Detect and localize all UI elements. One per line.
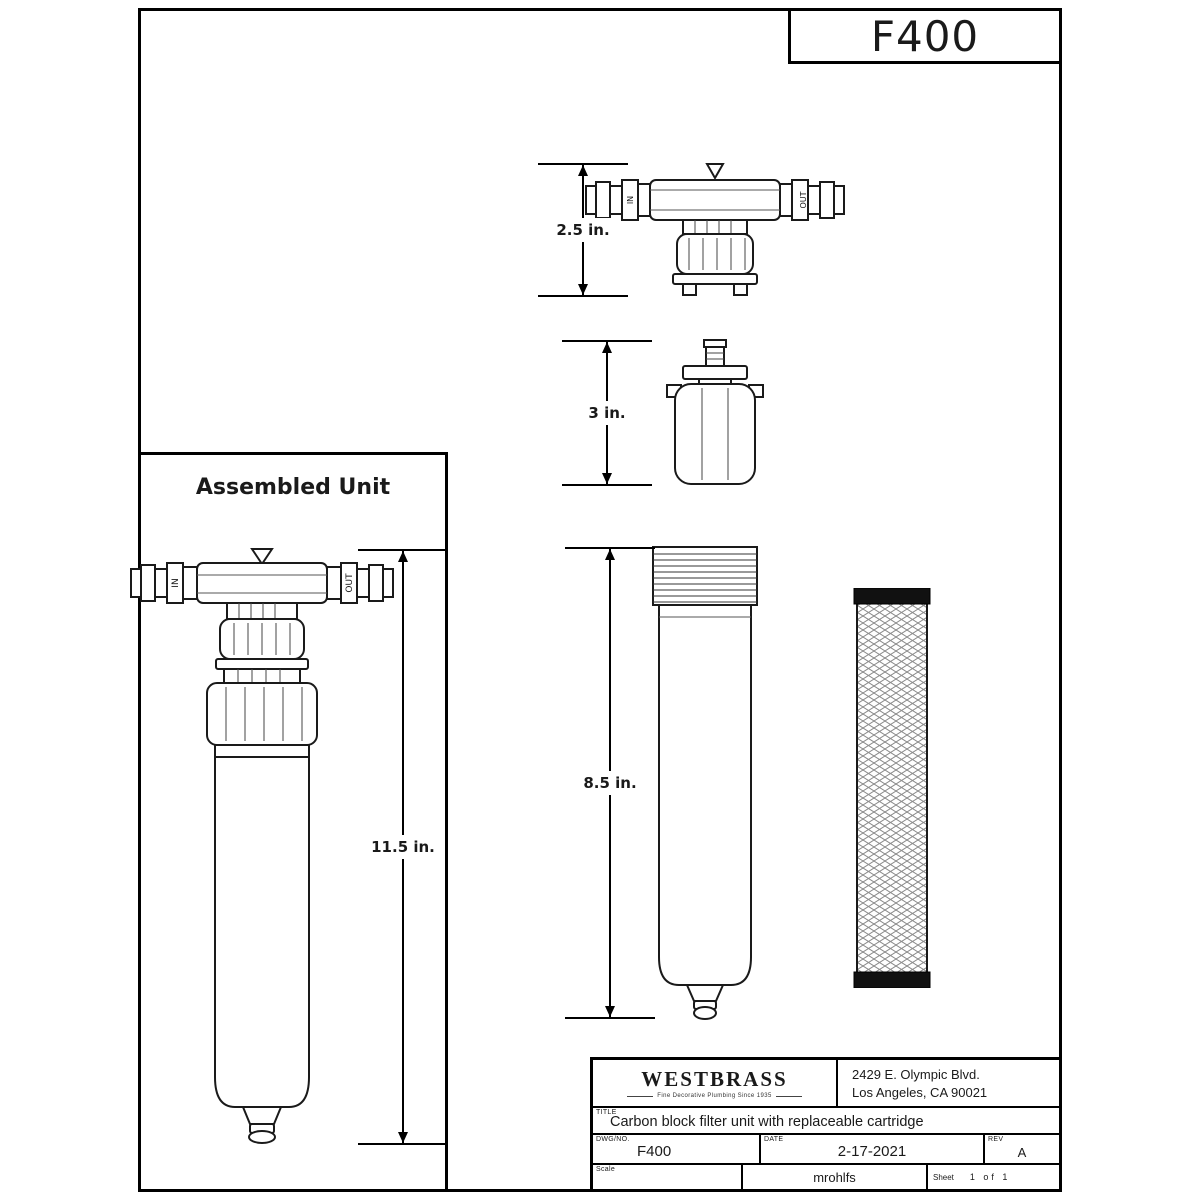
scale-drawn-sheet-row: Scale mrohlfs Sheet 1 of 1: [593, 1165, 1059, 1189]
drawing-number: F400: [870, 11, 980, 61]
dimension-head-label: 2.5 in.: [552, 218, 614, 242]
dwg-no-label: DWG/NO.: [596, 1136, 630, 1143]
scale-cell: Scale: [593, 1165, 743, 1189]
filter-head-drawing: IN OUT: [585, 163, 845, 296]
sheet-value: 1 of 1: [969, 1172, 1011, 1182]
port-in-label: IN: [626, 196, 635, 204]
drawing-title: Carbon block filter unit with replaceabl…: [610, 1114, 924, 1130]
dwg-no-cell: DWG/NO. F400: [593, 1135, 761, 1163]
dimension-assembled-height: 11.5 in.: [358, 549, 448, 1145]
dimension-adapter-label: 3 in.: [584, 401, 630, 425]
dimension-adapter-height: 3 in.: [562, 340, 652, 486]
company-tagline: Fine Decorative Plumbing Since 1935: [657, 1093, 772, 1099]
port-out-label: OUT: [799, 191, 808, 208]
scale-label: Scale: [596, 1166, 616, 1173]
company-name: WESTBRASS: [641, 1067, 788, 1091]
title-label: TITLE: [596, 1109, 617, 1116]
date-value: 2-17-2021: [837, 1143, 907, 1160]
assembled-unit-box: Assembled Unit: [138, 452, 448, 1192]
dwg-no-value: F400: [637, 1143, 672, 1160]
dimension-housing-height: 8.5 in.: [565, 547, 655, 1019]
date-cell: DATE 2-17-2021: [761, 1135, 985, 1163]
title-block-company-row: WESTBRASS Fine Decorative Plumbing Since…: [593, 1060, 1059, 1108]
title-block: WESTBRASS Fine Decorative Plumbing Since…: [590, 1057, 1062, 1192]
carbon-cartridge-drawing: [853, 588, 931, 988]
date-label: DATE: [764, 1136, 784, 1143]
tagline-rule-left: [627, 1095, 654, 1097]
drawing-number-box: F400: [788, 8, 1062, 64]
dimension-head-height: 2.5 in.: [538, 163, 628, 297]
flow-arrow-icon: [250, 548, 274, 566]
dimension-housing-label: 8.5 in.: [579, 771, 641, 795]
housing-sump-drawing: [652, 546, 758, 1020]
rev-cell: REV A: [985, 1135, 1059, 1163]
rev-value: A: [1017, 1145, 1027, 1160]
address-line-1: 2429 E. Olympic Blvd.: [852, 1067, 980, 1082]
port-out-label: OUT: [345, 573, 355, 593]
company-tagline-row: Fine Decorative Plumbing Since 1935: [627, 1093, 802, 1099]
address-line-2: Los Angeles, CA 90021: [852, 1084, 988, 1100]
dimension-assembled-label: 11.5 in.: [367, 835, 439, 859]
port-in-label: IN: [171, 578, 181, 587]
sheet-cell: Sheet 1 of 1: [928, 1165, 1059, 1189]
adapter-cap-drawing: [666, 339, 764, 485]
drawn-by-cell: mrohlfs: [743, 1165, 928, 1189]
assembled-unit-label: Assembled Unit: [195, 475, 391, 500]
assembled-unit-drawing: IN OUT: [130, 548, 394, 1144]
company-address: 2429 E. Olympic Blvd. Los Angeles, CA 90…: [838, 1060, 1059, 1106]
rev-label: REV: [988, 1136, 1004, 1143]
company-logo: WESTBRASS Fine Decorative Plumbing Since…: [593, 1060, 838, 1106]
title-row: TITLE Carbon block filter unit with repl…: [593, 1108, 1059, 1135]
sheet-label: Sheet: [933, 1172, 954, 1182]
flow-arrow-icon: [705, 163, 725, 181]
dwg-date-rev-row: DWG/NO. F400 DATE 2-17-2021 REV A: [593, 1135, 1059, 1165]
drawn-by-value: mrohlfs: [813, 1169, 856, 1185]
tagline-rule-right: [775, 1095, 802, 1097]
